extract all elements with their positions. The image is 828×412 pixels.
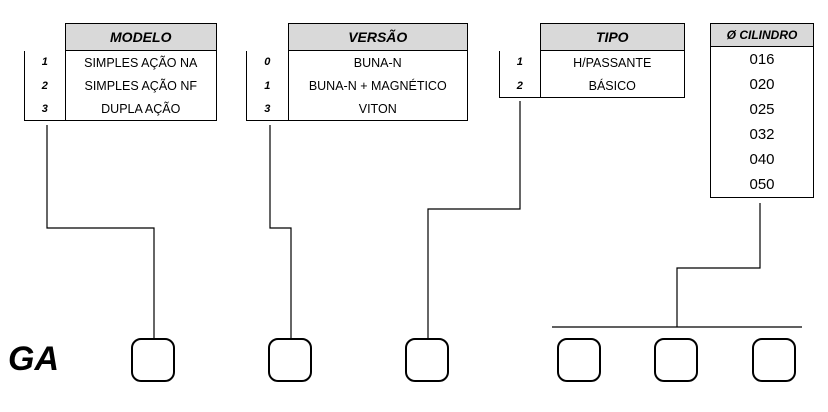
cilindro-value: 025 [749, 101, 775, 118]
cilindro-code-box-3 [752, 338, 796, 382]
cilindro-connector [676, 203, 761, 327]
table-row: 2 BÁSICO [499, 74, 685, 98]
modelo-label: SIMPLES AÇÃO NF [64, 74, 217, 97]
table-row: 1 BUNA-N + MAGNÉTICO [246, 74, 468, 97]
versao-code: 0 [246, 50, 289, 74]
tipo-code: 1 [499, 50, 541, 74]
code-prefix: GA [8, 340, 59, 378]
modelo-connector [46, 125, 155, 339]
table-row: 3 VITON [246, 97, 468, 121]
tipo-label: BÁSICO [539, 74, 685, 98]
cilindro-value: 020 [749, 76, 775, 93]
tipo-table: TIPO 1 H/PASSANTE 2 BÁSICO [499, 23, 685, 98]
modelo-code: 3 [24, 97, 66, 121]
tipo-label: H/PASSANTE [539, 50, 685, 74]
cilindro-table: Ø CILINDRO 016 020 025 032 040 050 [710, 23, 814, 198]
versao-table: VERSÃO 0 BUNA-N 1 BUNA-N + MAGNÉTICO 3 V… [246, 23, 468, 121]
table-row: 2 SIMPLES AÇÃO NF [24, 74, 217, 97]
cilindro-code-box-2 [654, 338, 698, 382]
versao-title: VERSÃO [287, 23, 468, 51]
versao-code-box [268, 338, 312, 382]
tipo-connector [427, 101, 521, 339]
modelo-label: SIMPLES AÇÃO NA [64, 50, 217, 74]
cilindro-code-box-1 [557, 338, 601, 382]
cilindro-value: 050 [749, 176, 775, 193]
cilindro-value: 032 [749, 126, 775, 143]
modelo-table: MODELO 1 SIMPLES AÇÃO NA 2 SIMPLES AÇÃO … [24, 23, 217, 121]
table-row: 1 H/PASSANTE [499, 50, 685, 74]
versao-label: BUNA-N [287, 50, 468, 74]
table-row: 3 DUPLA AÇÃO [24, 97, 217, 121]
table-row: 1 SIMPLES AÇÃO NA [24, 50, 217, 74]
modelo-code: 1 [24, 50, 66, 74]
tipo-title: TIPO [539, 23, 685, 51]
cilindro-value: 040 [749, 151, 775, 168]
versao-label: BUNA-N + MAGNÉTICO [287, 74, 468, 97]
versao-connector [269, 125, 292, 339]
tipo-code: 2 [499, 74, 541, 98]
versao-label: VITON [287, 97, 468, 121]
modelo-title: MODELO [64, 23, 217, 51]
versao-code: 1 [246, 74, 289, 97]
versao-code: 3 [246, 97, 289, 121]
cilindro-title: Ø CILINDRO [711, 24, 813, 47]
cilindro-value: 016 [749, 51, 775, 68]
tipo-code-box [405, 338, 449, 382]
modelo-code: 2 [24, 74, 66, 97]
table-row: 0 BUNA-N [246, 50, 468, 74]
modelo-code-box [131, 338, 175, 382]
modelo-label: DUPLA AÇÃO [64, 97, 217, 121]
